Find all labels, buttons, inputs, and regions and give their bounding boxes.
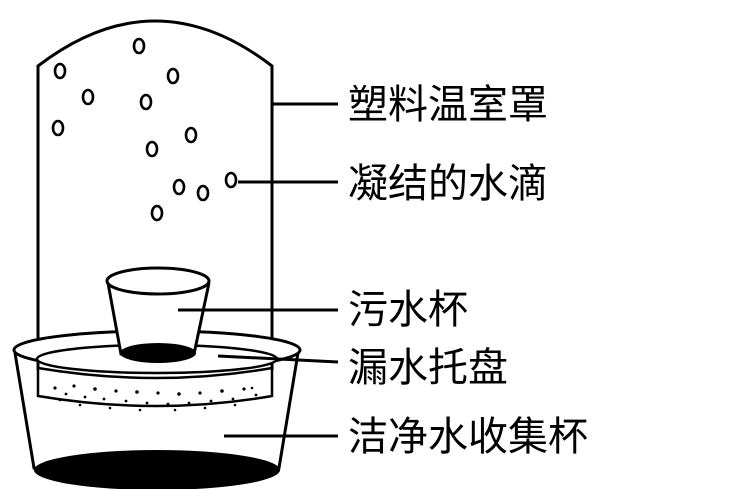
droplet (196, 184, 210, 202)
droplet (81, 88, 95, 106)
droplet (172, 178, 186, 196)
droplet (139, 93, 153, 111)
droplet (53, 62, 67, 80)
leader-lines (178, 102, 339, 438)
droplet (150, 204, 164, 222)
dirty-water (120, 343, 196, 363)
clean-water-pool (34, 450, 280, 489)
droplet (132, 37, 146, 55)
droplet (184, 126, 198, 144)
label-clean-cup: 洁净水收集杯 (348, 414, 588, 460)
plastic-dome (36, 19, 274, 370)
label-dome: 塑料温室罩 (348, 82, 548, 128)
tray-speckles (53, 384, 258, 412)
droplet (51, 119, 65, 137)
label-tray: 漏水托盘 (348, 345, 508, 391)
label-droplets: 凝结的水滴 (348, 161, 548, 207)
label-dirty-cup: 污水杯 (348, 287, 468, 333)
droplet (166, 67, 180, 85)
droplet (224, 171, 238, 189)
water-droplets (51, 37, 238, 222)
droplet (145, 140, 159, 158)
dirty-cup-rim (105, 266, 211, 296)
leader-tray (217, 354, 339, 364)
leak-tray (36, 366, 274, 408)
